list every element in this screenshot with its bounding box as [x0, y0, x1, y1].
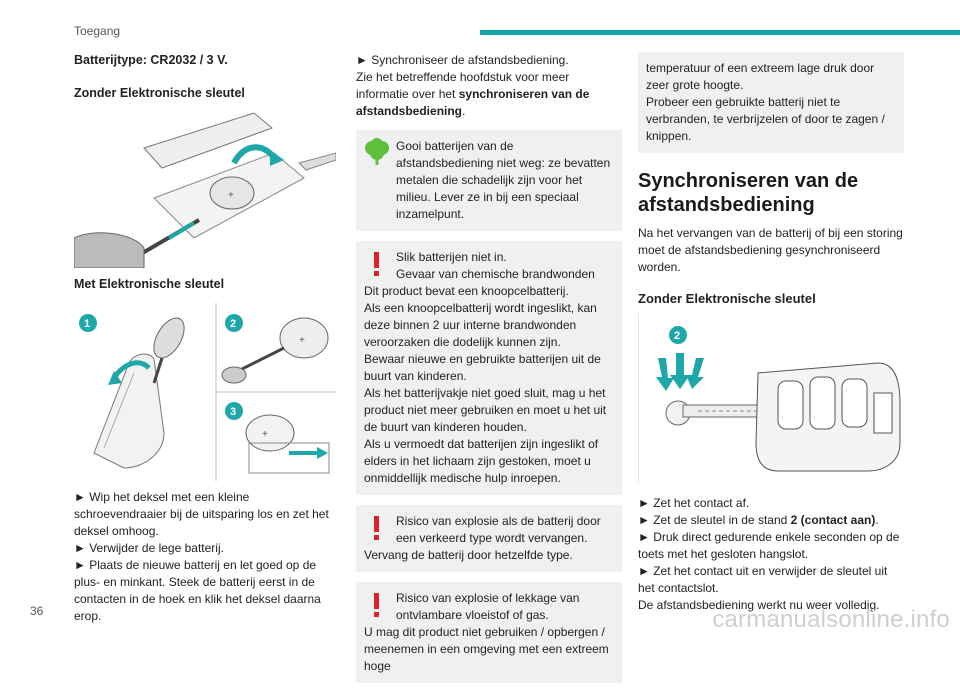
step-1: ► Wip het deksel met een kleine schroeve…: [74, 490, 329, 538]
sync-step-3: ► Druk direct gedurende enkele seconden …: [638, 530, 900, 561]
page-number: 36: [30, 604, 44, 618]
svg-text:+: +: [228, 190, 234, 201]
sync-step: ► Synchroniseer de afstandsbediening.: [356, 53, 569, 67]
warning-box-explosion: Risico van explosie als de batterij door…: [356, 505, 622, 572]
badge-3: 3: [230, 406, 236, 418]
column-3: temperatuur of een extreem lage druk doo…: [638, 52, 904, 614]
illustration-key-ignition: 2: [638, 313, 901, 483]
warning-3-head: Risico van explosie of lekkage van ontvl…: [396, 591, 580, 622]
environment-text: Gooi batterijen van de afstandsbediening…: [396, 139, 611, 221]
warning-1-body: Dit product bevat een knoopcelbatterij. …: [364, 284, 607, 485]
illustration-key-open: +: [74, 108, 336, 268]
warning-3-body: U mag dit product niet gebruiken / opber…: [364, 625, 609, 673]
warning-2-body: Vervang de batterij door hetzelfde type.: [364, 548, 573, 562]
warning-1-head: Slik batterijen niet in. Gevaar van chem…: [396, 250, 595, 281]
heading-with-key: Met Elektronische sleutel: [74, 277, 225, 291]
illustration-smart-key-steps: 1 2 + 3 +: [79, 303, 336, 481]
exclamation-icon: [374, 593, 379, 617]
sync-reference: Zie het betreffende hoofdstuk voor meer …: [356, 70, 590, 118]
watermark: carmanualsonline.info: [712, 606, 950, 633]
svg-text:+: +: [262, 429, 268, 440]
badge-2-sync: 2: [674, 330, 680, 342]
sub-heading-without-key: Zonder Elektronische sleutel: [638, 291, 816, 306]
warning-box-continued: temperatuur of een extreem lage druk doo…: [638, 52, 904, 153]
heading-without-key: Zonder Elektronische sleutel: [74, 86, 245, 100]
sync-intro: Na het vervangen van de batterij of bij …: [638, 226, 903, 274]
step-3: ► Plaats de nieuwe batterij en let goed …: [74, 558, 321, 623]
tree-icon: [365, 138, 389, 165]
warning-continued-text: temperatuur of een extreem lage druk doo…: [646, 61, 885, 143]
column-1: Batterijtype: CR2032 / 3 V. Zonder Elekt…: [74, 52, 336, 625]
warning-box-swallow: Slik batterijen niet in. Gevaar van chem…: [356, 241, 622, 495]
exclamation-icon: [374, 516, 379, 540]
environment-box: Gooi batterijen van de afstandsbediening…: [356, 130, 622, 231]
badge-1: 1: [84, 318, 90, 330]
sync-step-1: ► Zet het contact af.: [638, 496, 750, 510]
sync-final: De afstandsbediening werkt nu weer volle…: [638, 598, 880, 612]
exclamation-icon: [374, 252, 379, 276]
warning-2-head: Risico van explosie als de batterij door…: [396, 514, 601, 545]
step-2: ► Verwijder de lege batterij.: [74, 541, 224, 555]
sync-step-2: ► Zet de sleutel in de stand 2 (contact …: [638, 513, 879, 527]
sync-steps: ► Zet het contact af. ► Zet de sleutel i…: [638, 495, 904, 614]
section-heading: Synchroniseren van de afstandsbediening: [638, 170, 859, 216]
section-title: Toegang: [74, 24, 121, 38]
battery-type: Batterijtype: CR2032 / 3 V.: [74, 53, 228, 67]
battery-steps: ► Wip het deksel met een kleine schroeve…: [74, 489, 336, 625]
sync-step-4: ► Zet het contact uit en verwijder de sl…: [638, 564, 888, 595]
column-2: ► Synchroniseer de afstandsbediening. Zi…: [356, 52, 622, 693]
svg-text:+: +: [299, 335, 305, 346]
header-accent-bar: [480, 30, 960, 35]
warning-box-leak: Risico van explosie of lekkage van ontvl…: [356, 582, 622, 683]
badge-2: 2: [230, 318, 236, 330]
